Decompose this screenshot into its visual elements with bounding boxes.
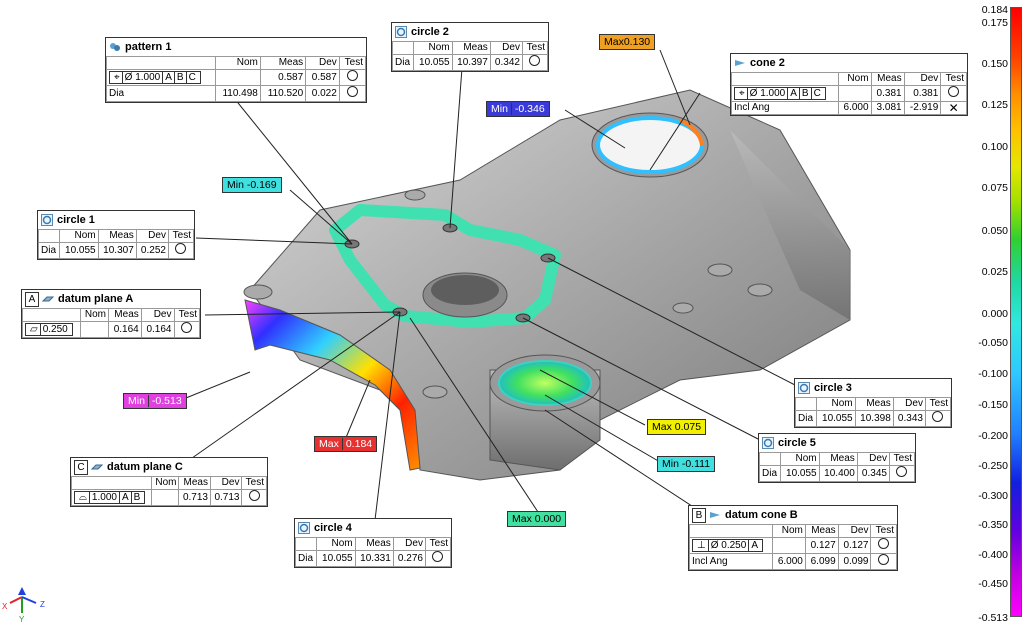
min-tag[interactable]: Min-0.513 <box>123 393 187 409</box>
col-dev: Dev <box>305 56 340 70</box>
pass-icon <box>175 243 187 254</box>
panel-title: cone 2 <box>750 57 785 69</box>
scale-tick-label: -0.350 <box>978 519 1008 531</box>
pass-icon <box>948 86 960 97</box>
datum-plane-icon <box>41 293 55 305</box>
panel-title: circle 5 <box>778 437 816 449</box>
datum-letter: A <box>25 291 39 307</box>
row-label: Dia <box>106 85 216 102</box>
position-icon: ⌖ <box>114 72 120 83</box>
panel-title: pattern 1 <box>125 41 172 53</box>
max-tag[interactable]: Max 0.075 <box>647 419 707 435</box>
scale-tick-label: 0.175 <box>981 17 1008 29</box>
circle-feature-icon <box>762 437 774 449</box>
max-tag[interactable]: Max0.130 <box>599 34 656 50</box>
scale-tick-label: 0.050 <box>981 225 1008 237</box>
cone-feature-icon <box>734 57 746 69</box>
y-axis-label: Y <box>19 615 25 624</box>
col-test: Test <box>338 56 367 70</box>
scale-tick-label: 0.100 <box>981 141 1008 153</box>
flatness-icon: ▱ <box>30 324 38 335</box>
scale-tick-label: -0.300 <box>978 490 1008 502</box>
datum-letter: B <box>692 507 706 523</box>
datum-plane-icon <box>90 461 104 473</box>
scale-tick-label: -0.100 <box>978 368 1008 380</box>
panel-title: circle 4 <box>314 522 352 534</box>
min-tag[interactable]: Min-0.346 <box>486 101 550 117</box>
pass-icon <box>432 551 444 562</box>
pass-icon <box>181 322 193 333</box>
scale-tick-label: 0.125 <box>981 99 1008 111</box>
deviation-color-scale <box>1010 7 1022 617</box>
scale-tick-label: -0.450 <box>978 578 1008 590</box>
dev-value: 0.587 <box>305 69 340 86</box>
fail-icon: ✕ <box>940 101 967 115</box>
circle-feature-icon <box>395 26 407 38</box>
col-nom: Nom <box>214 56 261 70</box>
circle-feature-icon <box>41 214 53 226</box>
pass-icon <box>346 70 358 81</box>
z-axis-label: Z <box>40 600 45 609</box>
panel-title: circle 2 <box>411 26 449 38</box>
panel-title: circle 3 <box>814 382 852 394</box>
cone-feature-icon <box>709 509 721 521</box>
pattern-icon <box>109 41 121 53</box>
scale-tick-label: -0.250 <box>978 460 1008 472</box>
panel-title: datum plane C <box>107 461 183 473</box>
profile-icon: ⌓ <box>79 492 87 503</box>
min-tag[interactable]: Min -0.111 <box>657 456 716 472</box>
scale-tick-label: 0.075 <box>981 182 1008 194</box>
pass-icon <box>346 86 358 97</box>
x-axis-label: X <box>2 602 8 611</box>
meas-value: 0.587 <box>259 69 307 86</box>
pass-icon <box>878 538 890 549</box>
col-meas: Meas <box>259 56 307 70</box>
pass-icon <box>529 55 541 66</box>
feature-control-frame: ▱0.250 <box>25 323 73 336</box>
scale-tick-label: -0.050 <box>978 337 1008 349</box>
datum-letter: C <box>74 459 88 475</box>
scale-tick-label: -0.200 <box>978 430 1008 442</box>
max-tag[interactable]: Max 0.000 <box>507 511 567 527</box>
position-icon: ⌖ <box>739 88 745 99</box>
scale-tick-label: 0.184 <box>981 4 1008 16</box>
axis-triad-icon[interactable]: X Y Z <box>2 585 62 625</box>
panel-title: circle 1 <box>57 214 95 226</box>
circle-feature-icon <box>798 382 810 394</box>
scale-tick-label: -0.513 <box>978 612 1008 624</box>
scale-tick-label: 0.150 <box>981 58 1008 70</box>
scale-tick-label: -0.400 <box>978 549 1008 561</box>
panel-title: datum plane A <box>58 293 134 305</box>
scale-tick-label: 0.025 <box>981 266 1008 278</box>
pass-icon <box>248 490 260 501</box>
circle-feature-icon <box>298 522 310 534</box>
panel-title: datum cone B <box>725 509 798 521</box>
pass-icon <box>878 554 890 565</box>
perpendicularity-icon: ⊥ <box>697 540 706 551</box>
scale-tick-label: 0.000 <box>981 308 1008 320</box>
pass-icon <box>896 466 908 477</box>
pass-icon <box>932 411 944 422</box>
scale-tick-label: -0.150 <box>978 399 1008 411</box>
min-tag[interactable]: Min -0.169 <box>222 177 282 193</box>
